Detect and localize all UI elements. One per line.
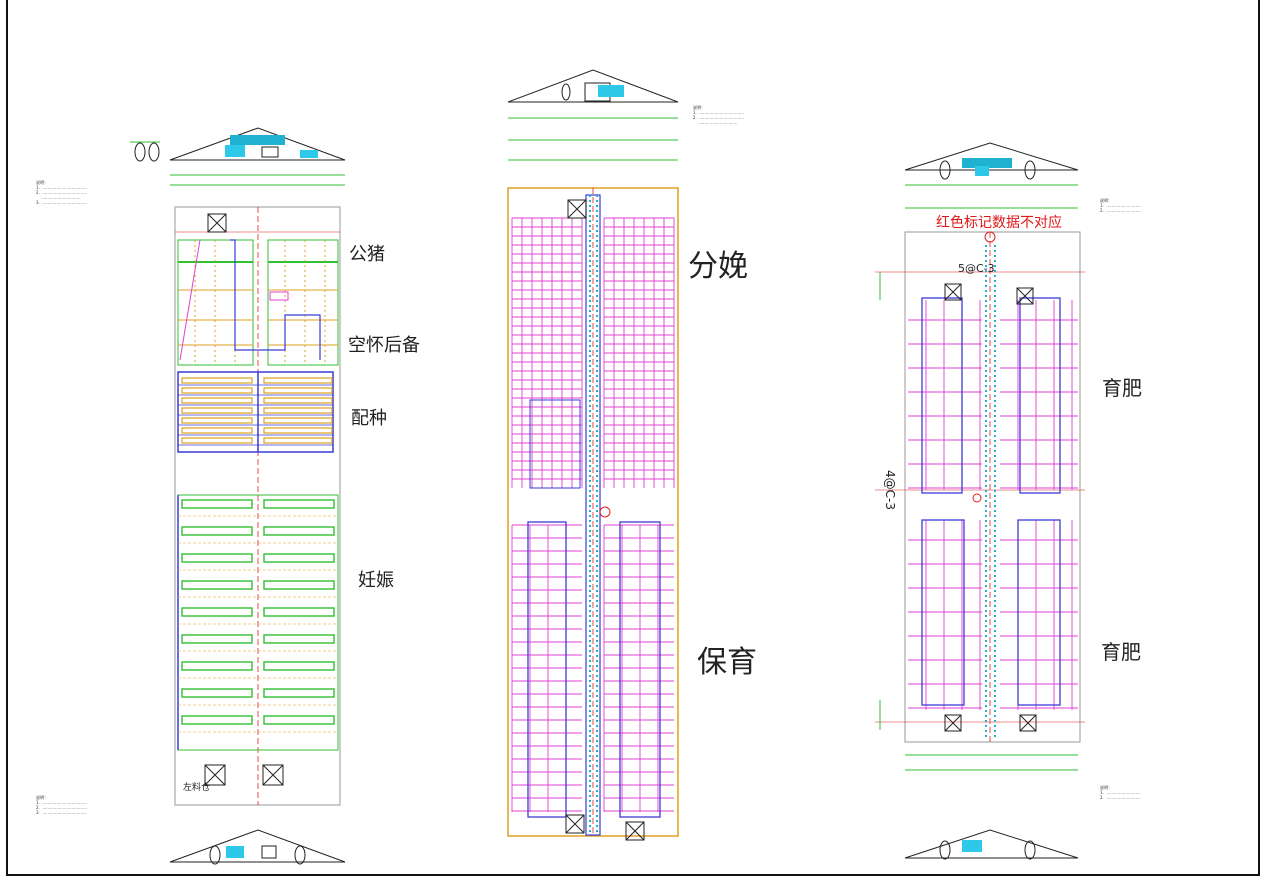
- aisle-outline: [585, 194, 601, 836]
- row-code-side: 4@C-3: [883, 470, 897, 510]
- breeding-stall-row: [263, 377, 333, 384]
- gestation-stall-row: [263, 553, 335, 563]
- gestation-stall-row: [263, 688, 335, 698]
- right-top-notes: 说明： 1. ........................... 2. ..…: [1100, 198, 1141, 213]
- left-plan-outline: [174, 206, 341, 806]
- gestation-stall-row: [181, 634, 253, 644]
- finishing-pens: [908, 297, 1078, 710]
- gestation-stall-row: [263, 715, 335, 725]
- breeding-stall-row: [181, 397, 253, 404]
- left-fan-top: [207, 213, 227, 233]
- nursery-pens: [511, 521, 674, 818]
- breeding-stall-row: [263, 397, 333, 404]
- red-marker-middle: [599, 506, 611, 518]
- gestation-stall-row: [263, 607, 335, 617]
- breeding-stall-row: [263, 427, 333, 434]
- finishing-block: [921, 519, 965, 706]
- right-central-aisle: [985, 245, 996, 740]
- label-finishing-top: 育肥: [1102, 376, 1142, 400]
- breeding-stall-row: [263, 437, 333, 444]
- right-dimension-lines: [879, 272, 1078, 771]
- gestation-stall-row: [181, 715, 253, 725]
- breeding-stall-row: [181, 417, 253, 424]
- label-farrowing: 分娩: [688, 249, 748, 284]
- row-code-top: 5@C-3: [958, 262, 995, 275]
- gestation-stall-row: [181, 661, 253, 671]
- breeding-pens: [177, 371, 334, 453]
- right-building: [875, 142, 1085, 860]
- left-bottom-notes: 说明： 1. .................................…: [36, 795, 87, 815]
- right-bottom-notes: 说明： 1. ........................... 2. ..…: [1100, 785, 1141, 800]
- middle-notes: 说明： 1. .................................…: [693, 105, 744, 125]
- breeding-stall-row: [181, 387, 253, 394]
- gestation-stall-row: [181, 526, 253, 536]
- label-gestation: 妊娠: [358, 570, 394, 591]
- gestation-stall-rows: [178, 499, 338, 733]
- label-finishing-bottom: 育肥: [1101, 640, 1141, 664]
- gestation-stall-row: [263, 526, 335, 536]
- farrowing-pens: [511, 217, 675, 489]
- farrowing-block: [529, 399, 581, 489]
- gestation-stall-row: [263, 661, 335, 671]
- label-boar: 公猪: [349, 244, 385, 265]
- left-fans-bottom: [204, 764, 284, 786]
- gestation-pens: [177, 494, 339, 751]
- gestation-stall-row: [181, 499, 253, 509]
- nursery-block: [527, 521, 567, 818]
- breeding-stall-rows: [178, 377, 333, 446]
- breeding-stall-row: [181, 377, 253, 384]
- right-fans: [944, 283, 1037, 732]
- breeding-stall-row: [263, 407, 333, 414]
- boar-pens: [177, 239, 339, 366]
- label-left-silo: 左料仓: [183, 783, 211, 793]
- right-plan-outline: [904, 231, 1081, 743]
- left-section-top: [130, 127, 346, 186]
- right-section-top: [904, 142, 1079, 209]
- left-section-bottom: [169, 829, 346, 865]
- middle-fans: [565, 199, 645, 841]
- breeding-stall-row: [263, 387, 333, 394]
- warning-text: 红色标记数据不对应: [936, 215, 1062, 231]
- breeding-stall-row: [181, 437, 253, 444]
- finishing-block: [1019, 297, 1061, 494]
- gestation-stall-row: [263, 580, 335, 590]
- breeding-stall-row: [181, 427, 253, 434]
- gestation-stall-row: [181, 553, 253, 563]
- breeding-stall-row: [181, 407, 253, 414]
- label-breeding: 配种: [351, 408, 387, 429]
- left-building: [130, 127, 346, 865]
- label-nursery: 保育: [697, 645, 757, 680]
- gestation-stall-row: [263, 634, 335, 644]
- middle-section-top: [507, 69, 679, 161]
- central-aisle: [585, 194, 601, 836]
- middle-building: [507, 69, 679, 841]
- left-top-notes: 说明： 1. .................................…: [36, 180, 87, 205]
- gestation-stall-row: [181, 607, 253, 617]
- finishing-block: [921, 297, 963, 494]
- finishing-block: [1017, 519, 1061, 706]
- nursery-block: [619, 521, 661, 818]
- gestation-stall-row: [181, 688, 253, 698]
- gestation-stall-row: [181, 580, 253, 590]
- right-section-bottom: [904, 829, 1079, 860]
- label-gilt: 空怀后备: [348, 335, 420, 356]
- gestation-stall-row: [263, 499, 335, 509]
- breeding-stall-row: [263, 417, 333, 424]
